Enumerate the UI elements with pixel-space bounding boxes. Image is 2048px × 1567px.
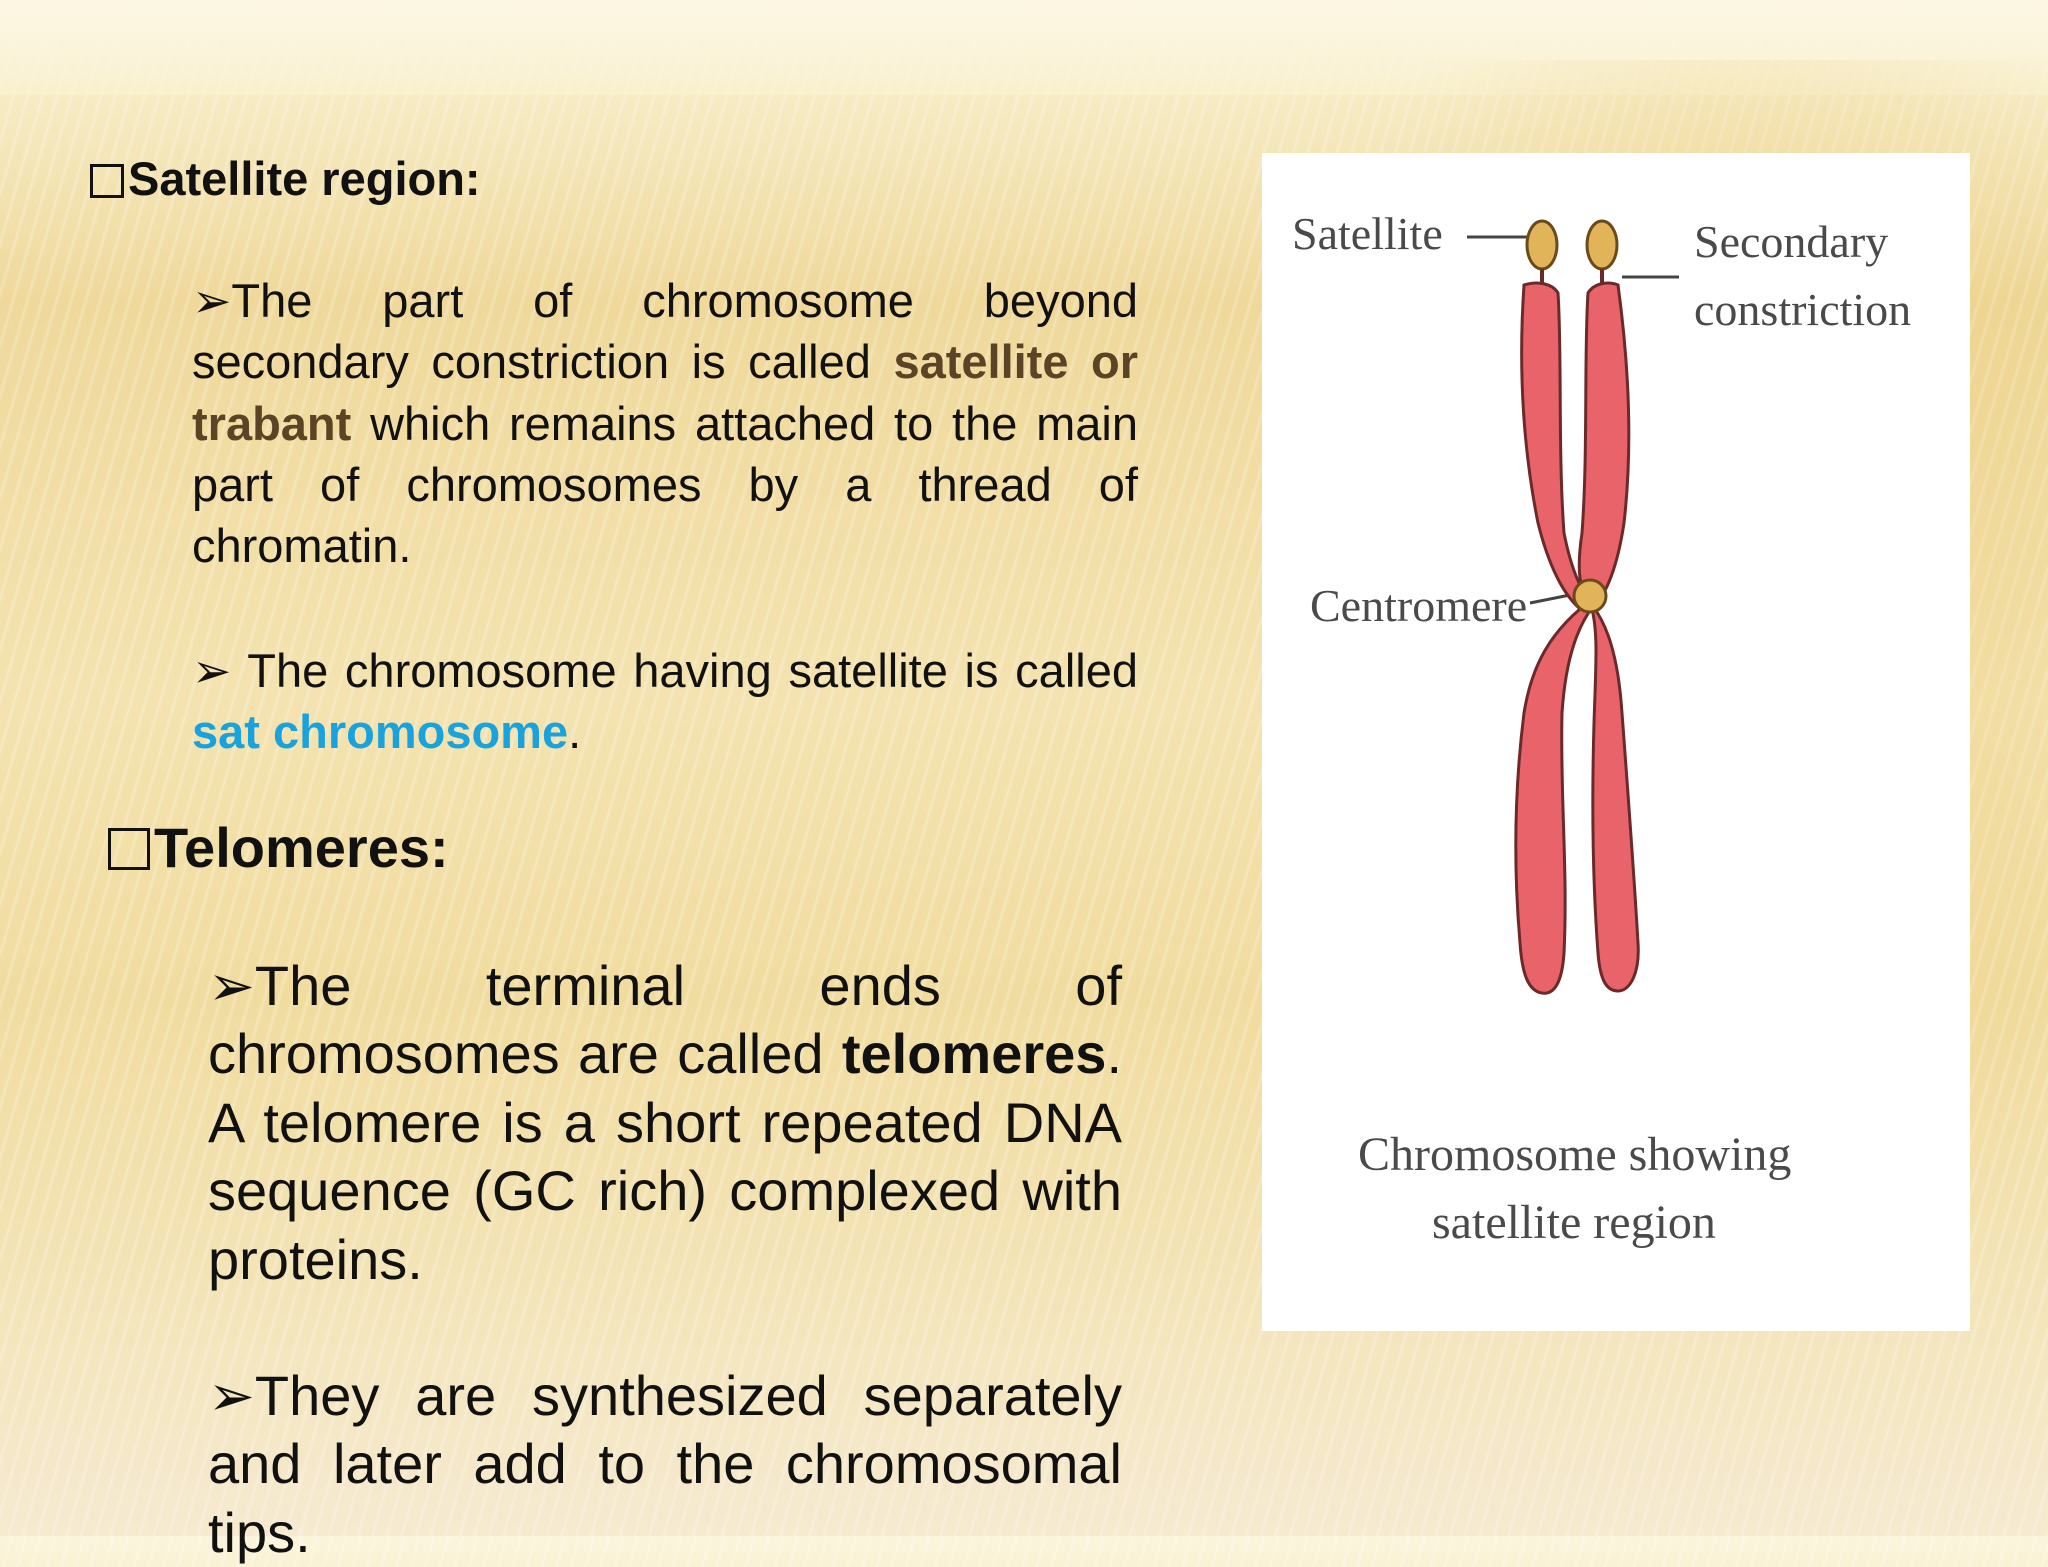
bullet-text-end: . A telomere is a short repeated DNA seq… bbox=[208, 1022, 1122, 1291]
caption-line1: Chromosome showing bbox=[1358, 1128, 1792, 1181]
sat-chromosome-term: sat chromosome bbox=[192, 705, 569, 759]
bullet-text: They are synthesized separately and late… bbox=[208, 1364, 1122, 1564]
top-band bbox=[0, 0, 2048, 95]
satellite-region-heading: Satellite region: bbox=[90, 152, 481, 206]
telomeres-bullet-2: ➢They are synthesized separately and lat… bbox=[208, 1362, 1122, 1567]
telomeres-heading: Telomeres: bbox=[108, 816, 449, 880]
satellite-bullet-1: ➢The part of chromosome beyond secondary… bbox=[192, 270, 1138, 576]
bullet-text: The part of chromosome beyond secondary … bbox=[192, 274, 1138, 389]
chromosome-figure: Satellite Secondary constriction Centrom… bbox=[1262, 153, 1970, 1331]
left-chromatid bbox=[1514, 281, 1596, 995]
bullet-text: The chromosome having satellite is calle… bbox=[231, 644, 1138, 697]
chromosome-diagram bbox=[1467, 219, 1679, 995]
bullet-text: The terminal ends of chromosomes are cal… bbox=[208, 954, 1122, 1086]
label-secondary-line2: constriction bbox=[1694, 284, 1912, 335]
telomeres-bullet-1: ➢The terminal ends of chromosomes are ca… bbox=[208, 952, 1122, 1294]
bullet-text-end: which remains attached to the main part … bbox=[192, 396, 1138, 573]
satellite-knob-right bbox=[1585, 219, 1619, 271]
satellite-bullet-2: ➢ The chromosome having satellite is cal… bbox=[192, 640, 1138, 763]
arrow-bullet-icon: ➢ bbox=[192, 644, 232, 697]
arrow-bullet-icon: ➢ bbox=[192, 274, 232, 327]
checkbox-bullet-icon bbox=[108, 828, 150, 870]
bullet-text-end: . bbox=[568, 705, 582, 759]
satellite-knob-left bbox=[1525, 219, 1559, 271]
checkbox-bullet-icon bbox=[90, 164, 124, 198]
satellite-term: satellite or trabant bbox=[192, 335, 1139, 450]
label-satellite: Satellite bbox=[1292, 208, 1443, 259]
arrow-bullet-icon: ➢ bbox=[208, 1364, 255, 1427]
right-chromatid bbox=[1577, 281, 1640, 993]
caption-line2: satellite region bbox=[1432, 1196, 1716, 1249]
label-secondary-line1: Secondary bbox=[1694, 216, 1889, 267]
telomeres-term: telomeres bbox=[841, 1022, 1107, 1086]
heading-text: Telomeres: bbox=[154, 816, 449, 879]
label-centromere: Centromere bbox=[1310, 580, 1528, 631]
arrow-bullet-icon: ➢ bbox=[208, 954, 255, 1017]
heading-text: Satellite region: bbox=[128, 152, 481, 205]
centromere-dot bbox=[1572, 578, 1608, 614]
